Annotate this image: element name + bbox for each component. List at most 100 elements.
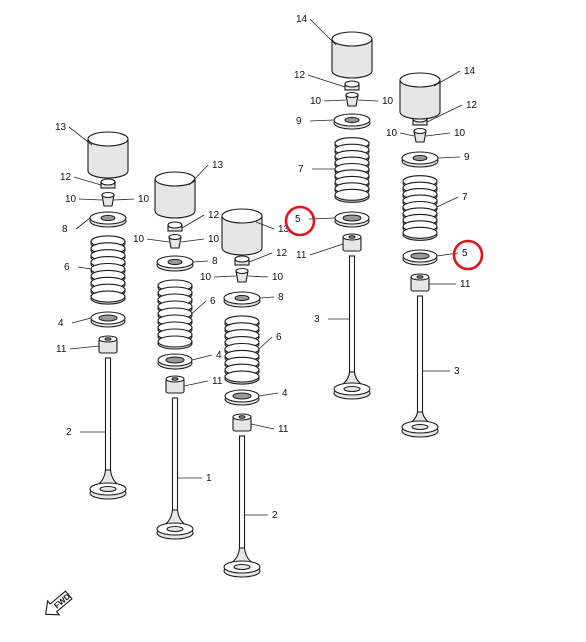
leader-line: [188, 164, 209, 186]
spring-retainer-hole: [167, 258, 183, 266]
label-tappet: 14: [464, 66, 476, 77]
tappet-body: [331, 39, 373, 79]
stem-seal-hole: [171, 377, 179, 381]
leader-line: [247, 275, 269, 278]
leader-line: [191, 300, 207, 314]
spring-seat-hole: [98, 314, 118, 322]
leader-line: [425, 132, 451, 137]
spring-coil: [334, 188, 370, 201]
shim-pad-top: [100, 178, 116, 186]
leader-line: [255, 221, 275, 230]
label-retainer: 8: [278, 292, 284, 303]
leader-line: [258, 392, 279, 397]
label-retainer: 8: [212, 256, 218, 267]
label-valve: 3: [454, 366, 460, 377]
leader-line: [71, 317, 92, 324]
label-stem-seal: 11: [278, 424, 289, 435]
valve-head-center: [233, 563, 251, 571]
label-stem-seal: 11: [212, 376, 223, 387]
label-spring-seat: 4: [58, 318, 64, 329]
label-cotter-left: 10: [310, 96, 322, 107]
valve-stem: [171, 397, 179, 511]
valve-cotter-top: [413, 127, 427, 135]
leader-line: [433, 70, 461, 87]
label-spring-seat: 4: [216, 350, 222, 361]
label-cotter-left: 10: [65, 194, 77, 205]
leader-line: [309, 119, 335, 122]
valve-cotter-top: [101, 191, 115, 199]
leader-line: [357, 99, 379, 102]
tappet-top: [399, 72, 441, 88]
leader-line: [323, 99, 347, 102]
leader-line: [75, 217, 91, 230]
leader-line: [191, 354, 213, 361]
label-tappet: 13: [55, 122, 67, 133]
label-spring-seat: 4: [282, 388, 288, 399]
leader-line: [113, 198, 135, 201]
stem-seal-hole: [348, 235, 356, 239]
spring-coil: [224, 370, 260, 383]
leader-line: [192, 260, 209, 263]
leader-line: [250, 423, 275, 430]
spring-coil: [157, 335, 193, 348]
tappet-body: [221, 216, 263, 256]
highlight-circle: [452, 239, 484, 271]
highlight-circle: [284, 205, 316, 237]
label-valve: 2: [66, 427, 72, 438]
leader-line: [437, 156, 461, 159]
label-cotter-left: 10: [386, 128, 398, 139]
leader-line: [213, 275, 237, 278]
leader-line: [73, 176, 102, 186]
label-stem-seal: 11: [296, 250, 307, 261]
tappet-body: [154, 179, 196, 219]
valve-stem: [416, 295, 424, 413]
spring-retainer-hole: [100, 214, 116, 222]
label-cotter-right: 10: [208, 234, 220, 245]
leader-line: [78, 198, 103, 201]
leader-line: [399, 132, 415, 137]
leader-line: [248, 252, 273, 263]
valve-stem: [104, 357, 112, 471]
label-spring: 7: [462, 192, 468, 203]
leader-line: [146, 238, 170, 243]
valve-head-center: [166, 525, 184, 533]
spring-seat-hole: [165, 356, 185, 364]
label-spring: 6: [210, 296, 216, 307]
leader-line: [183, 380, 209, 387]
label-valve: 2: [272, 510, 278, 521]
shim-pad-top: [167, 221, 183, 229]
valve-stem: [238, 435, 246, 549]
tappet-top: [221, 208, 263, 224]
label-shim-pad: 12: [60, 172, 72, 183]
label-tappet: 13: [212, 160, 224, 171]
spring-seat-hole: [410, 252, 430, 260]
leader-line: [426, 104, 463, 123]
leader-line: [258, 336, 273, 350]
leader-line: [309, 18, 337, 46]
label-cotter-right: 10: [382, 96, 394, 107]
spring-seat-hole: [232, 392, 252, 400]
label-shim-pad: 12: [466, 100, 478, 111]
leader-line: [180, 238, 205, 243]
leader-line: [69, 345, 100, 350]
label-cotter-left: 10: [133, 234, 145, 245]
label-cotter-right: 10: [138, 194, 150, 205]
label-valve: 3: [314, 314, 320, 325]
label-spring-seat: 5: [295, 214, 301, 225]
label-spring: 6: [64, 262, 70, 273]
label-retainer: 9: [464, 152, 470, 163]
leader-line: [309, 243, 344, 256]
leader-line: [77, 266, 92, 270]
label-spring-seat: 5: [462, 248, 468, 259]
label-cotter-right: 10: [272, 272, 284, 283]
valve-head-center: [99, 485, 117, 493]
spring-seat-hole: [342, 214, 362, 222]
valve-cotter-top: [168, 233, 182, 241]
label-retainer: 9: [296, 116, 302, 127]
label-shim-pad: 12: [294, 70, 306, 81]
